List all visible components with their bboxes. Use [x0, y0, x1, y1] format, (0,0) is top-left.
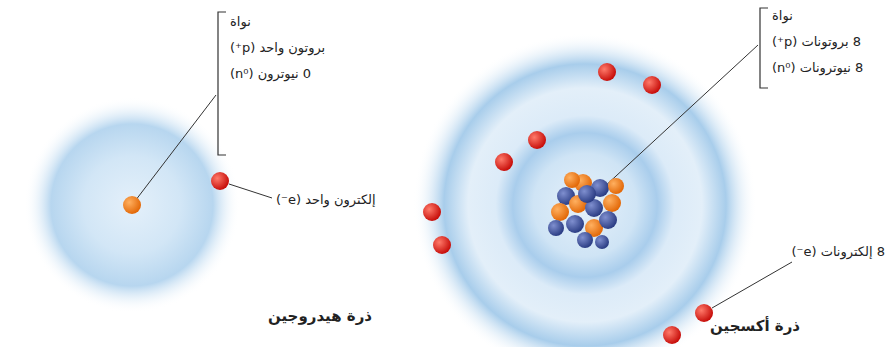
proton: [123, 196, 141, 214]
leader-line: [229, 184, 272, 198]
nucleus: [548, 172, 624, 249]
nucleus-label: نواة: [772, 8, 793, 24]
neutron-count: 0 نيوترون (n⁰): [230, 66, 311, 82]
electron-count: إلكترون واحد (e⁻): [276, 192, 376, 208]
bracket: [218, 12, 226, 155]
leader-line: [590, 45, 758, 200]
nucleus-label: نواة: [230, 14, 251, 30]
electron-cloud: [413, 33, 757, 347]
bracket: [760, 8, 768, 88]
proton-count: بروتون واحد (p⁺): [230, 40, 325, 56]
electron-count: 8 إلكترونات (e⁻): [792, 244, 886, 260]
proton-count: 8 بروتونات (p⁺): [772, 34, 861, 50]
leader-line: [132, 95, 216, 205]
electrons: [423, 63, 713, 344]
electron-cloud: [24, 97, 240, 313]
neutron-count: 8 نيوترونات (n⁰): [772, 60, 863, 76]
electron: [211, 172, 229, 190]
leader-line: [712, 262, 792, 308]
atom-caption: ذرة أكسجين: [710, 318, 800, 334]
atom-caption: ذرة هيدروجين: [268, 308, 372, 324]
